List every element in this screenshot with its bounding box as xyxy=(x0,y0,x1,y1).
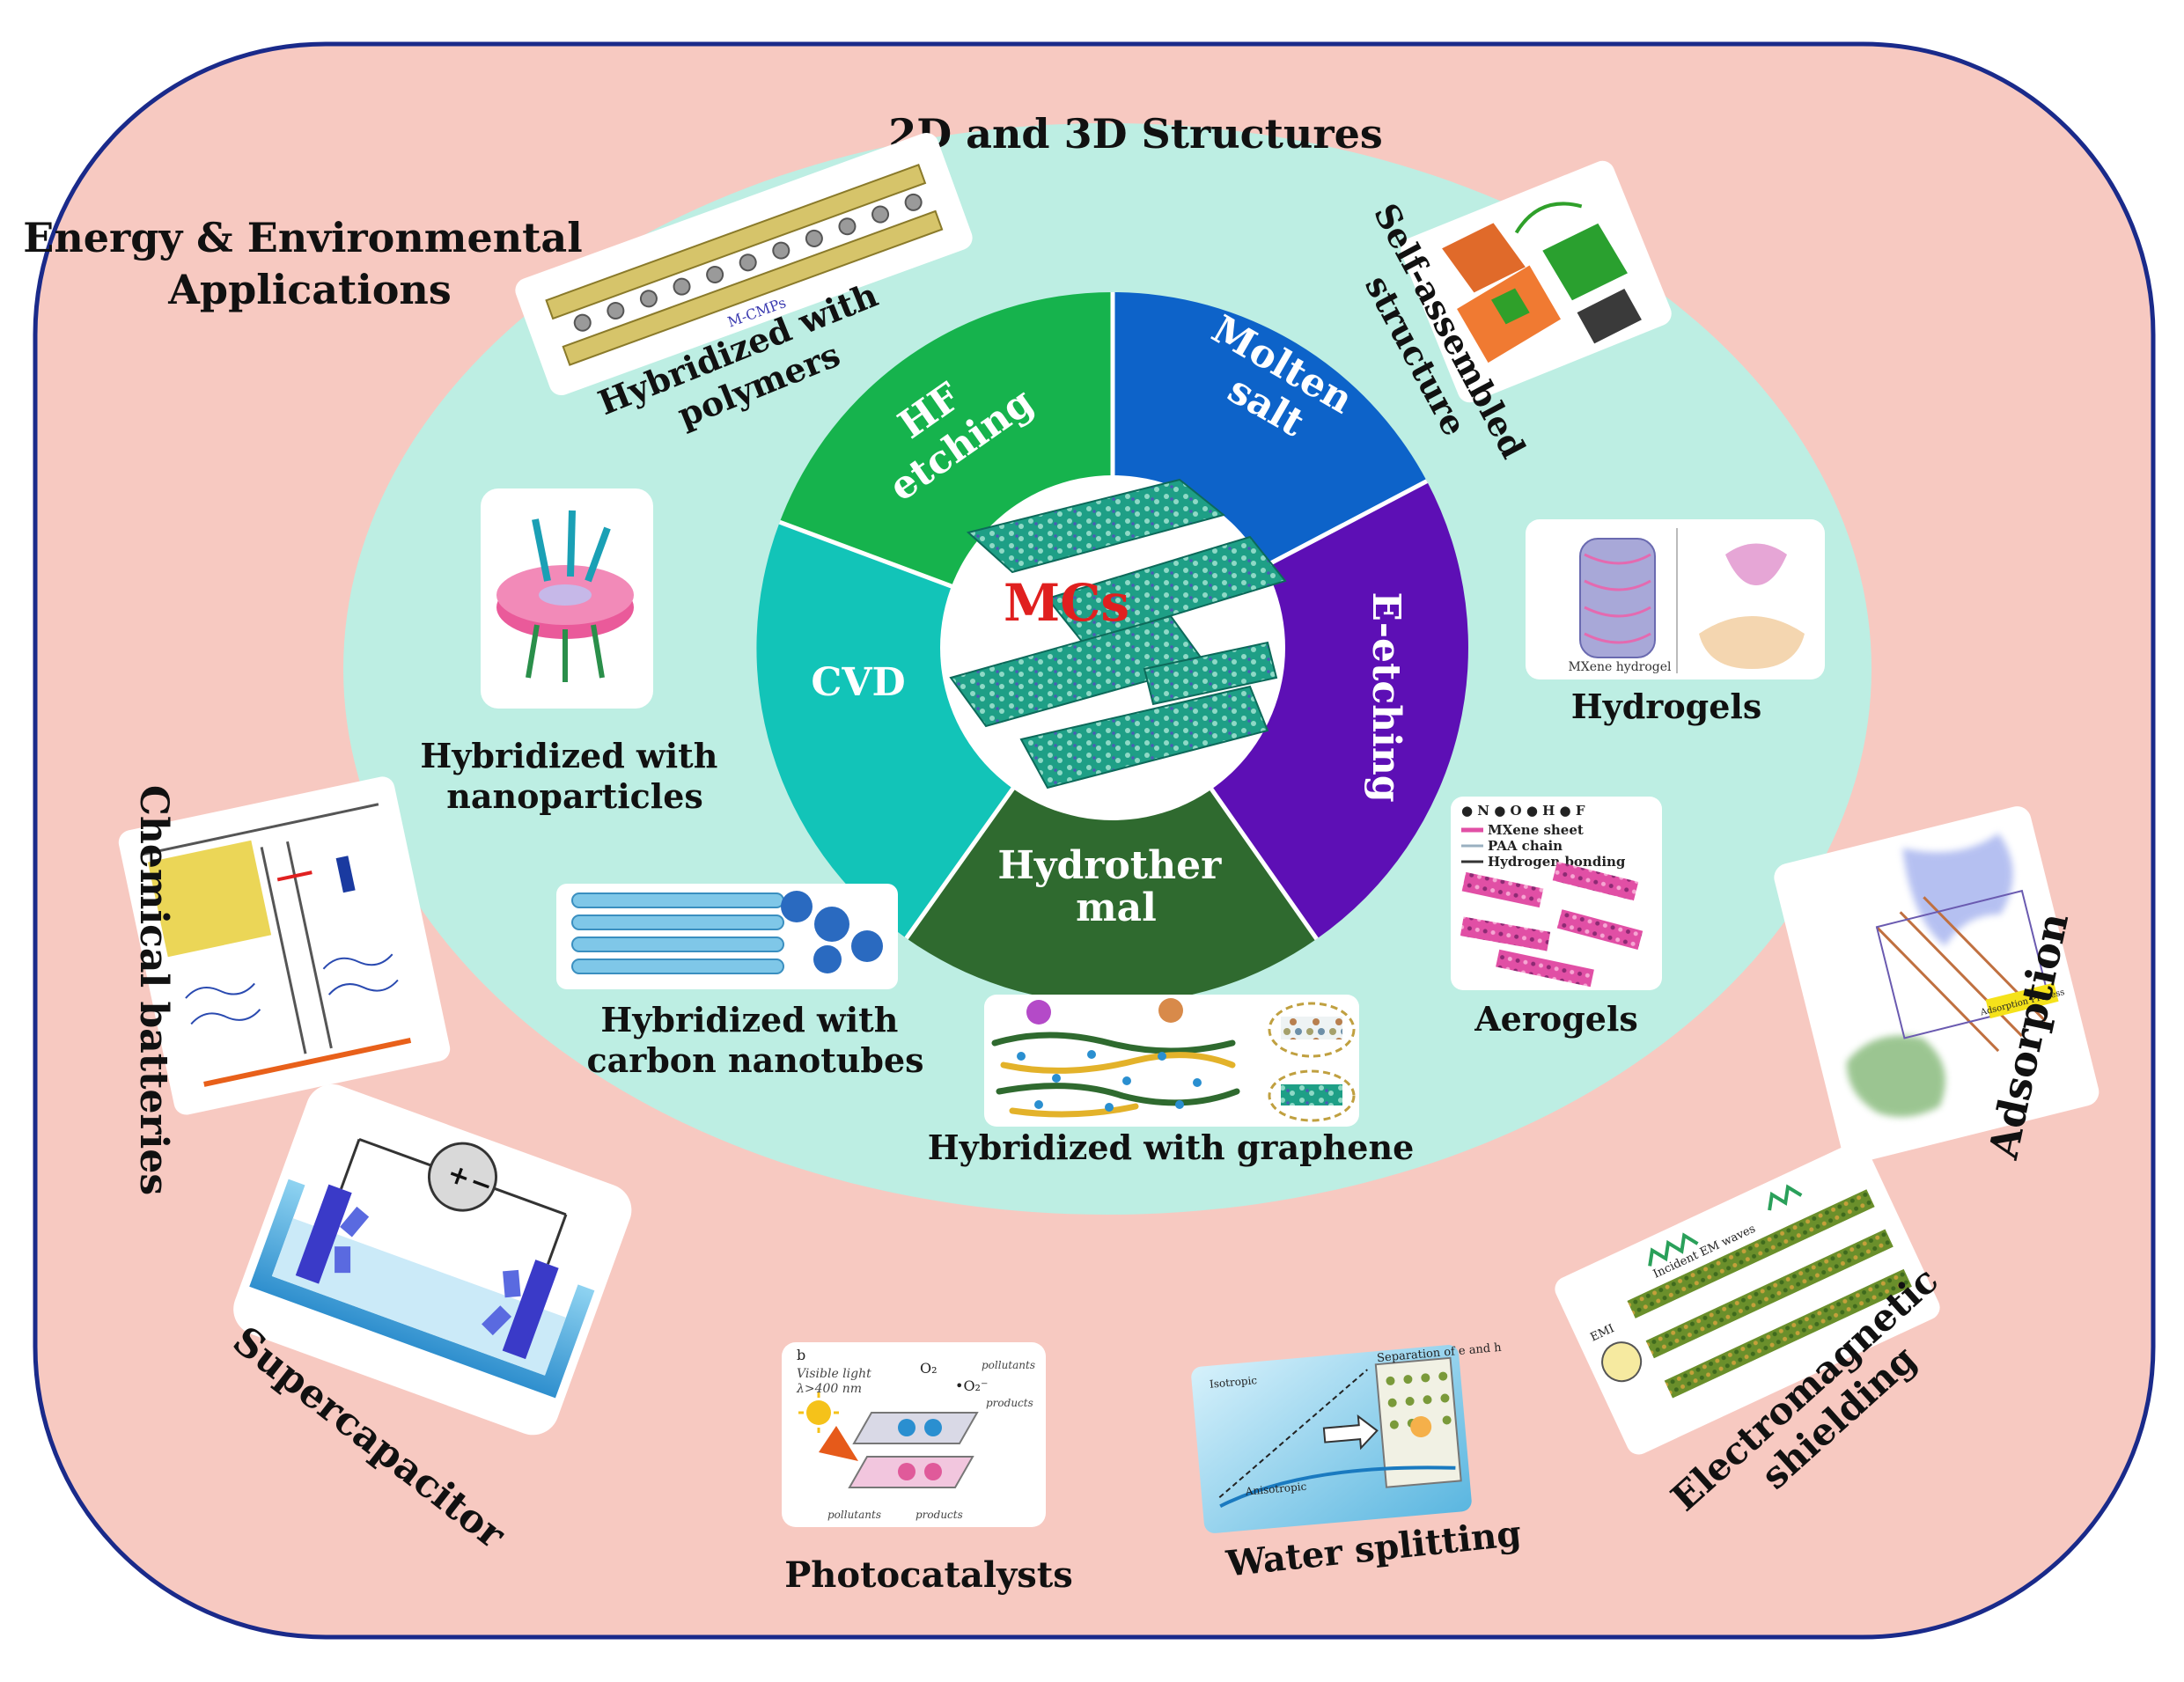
structures-title: 2D and 3D Structures xyxy=(888,110,1383,158)
hydrogels-image: MXene hydrogel xyxy=(1526,519,1825,679)
aerogels-image: ● N ● O ● H ● F MXene sheet PAA chain Hy… xyxy=(1451,797,1662,990)
chemical-batteries-image xyxy=(118,776,451,1115)
carbon-nanotubes-label: Hybridized with carbon nanotubes xyxy=(586,1000,923,1080)
svg-text:O₂: O₂ xyxy=(920,1360,938,1377)
carbon-nanotubes-image xyxy=(556,884,898,989)
svg-text:Visible light: Visible light xyxy=(797,1367,871,1381)
nanoparticles-image xyxy=(481,488,653,709)
svg-text:b: b xyxy=(797,1347,805,1363)
hydrogels-label: Hydrogels xyxy=(1571,687,1762,726)
graphene-image xyxy=(984,995,1359,1127)
e-etching-label: E-etching xyxy=(1364,591,1408,802)
svg-text:MXene hydrogel: MXene hydrogel xyxy=(1568,660,1672,674)
segment-hydrothermal xyxy=(906,784,1317,1004)
aerogels-label: Aerogels xyxy=(1474,999,1638,1039)
em-shielding-image: EMI Incident EM waves xyxy=(1555,1142,1940,1455)
polymers-image: M-CMPs xyxy=(515,132,973,396)
adsorption-image: Adsorption Process xyxy=(1774,806,2099,1164)
svg-text:Isotropic: Isotropic xyxy=(1209,1374,1257,1391)
svg-text:•O₂⁻: •O₂⁻ xyxy=(955,1377,988,1394)
hydrothermal-label: Hydrother mal xyxy=(997,843,1234,930)
segment-molten-salt xyxy=(1113,292,1427,569)
photocatalysts-image: b Visible light λ>400 nm O₂ •O₂⁻ polluta… xyxy=(782,1342,1046,1527)
svg-text:Hydrogen bonding: Hydrogen bonding xyxy=(1488,854,1626,870)
svg-text:products: products xyxy=(986,1397,1033,1409)
segment-hf-etching xyxy=(779,291,1113,588)
svg-text:λ>400 nm: λ>400 nm xyxy=(796,1382,862,1396)
center-mxene-image: MCs xyxy=(940,475,1287,820)
svg-text:● N ● O ● H ● F: ● N ● O ● H ● F xyxy=(1461,803,1585,819)
center-label: MCs xyxy=(1004,573,1129,633)
svg-text:PAA chain: PAA chain xyxy=(1488,838,1563,854)
water-splitting-image: Separation of e and h Isotropic Anisotro… xyxy=(1191,1341,1503,1533)
chemical-batteries-label: Chemical batteries xyxy=(131,785,176,1195)
svg-text:Anisotropic: Anisotropic xyxy=(1244,1480,1307,1498)
svg-text:products: products xyxy=(916,1509,963,1521)
nanoparticles-label: Hybridized with nanoparticles xyxy=(420,736,729,816)
supercapacitor-image: + − xyxy=(233,1083,632,1436)
segment-cvd xyxy=(756,522,1016,938)
svg-text:pollutants: pollutants xyxy=(982,1359,1035,1371)
synthesis-methods-ring xyxy=(756,291,1468,1004)
self-assembled-image xyxy=(1401,160,1672,403)
graphene-label: Hybridized with graphene xyxy=(928,1127,1415,1167)
cvd-label: CVD xyxy=(811,660,905,705)
applications-title: Energy & Environmental Applications xyxy=(23,214,596,313)
svg-text:pollutants: pollutants xyxy=(827,1509,881,1521)
photocatalysts-label: Photocatalysts xyxy=(784,1554,1073,1596)
svg-text:MXene sheet: MXene sheet xyxy=(1488,822,1584,838)
